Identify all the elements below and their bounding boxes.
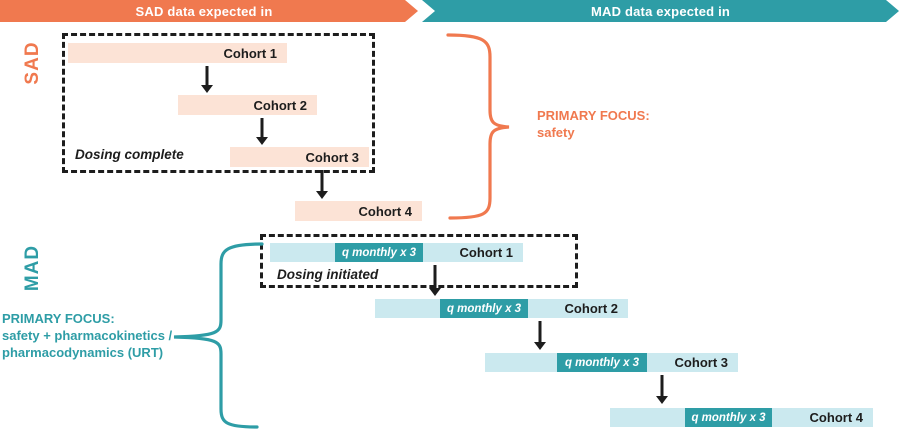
sad-section-label: SAD — [22, 41, 43, 85]
sad-primary-focus: PRIMARY FOCUS: safety — [537, 107, 650, 141]
mad-cohort-2-label: Cohort 2 — [564, 301, 618, 316]
mad-cohort-3-label: Cohort 3 — [674, 355, 728, 370]
sad-focus-detail: safety — [537, 125, 575, 140]
mad-cohort-1-dosing-segment: q monthly x 3 — [335, 243, 423, 262]
sad-banner-label: SAD data expected in — [135, 3, 273, 19]
mad-focus-brace-icon — [173, 242, 264, 429]
arrow-sad-1-2-icon — [201, 66, 213, 93]
sad-box-note: Dosing complete — [75, 147, 184, 162]
sad-cohort-2-label: Cohort 2 — [253, 97, 307, 113]
mad-focus-title: PRIMARY FOCUS: — [2, 311, 115, 326]
mad-cohort-3-dosing-segment: q monthly x 3 — [557, 353, 647, 372]
mad-section-label: MAD — [22, 244, 43, 292]
mad-cohort-2-dosing-segment: q monthly x 3 — [440, 299, 528, 318]
sad-cohort-3-bar: Cohort 3 — [230, 147, 369, 167]
mad-cohort-2-bar: q monthly x 3 Cohort 2 — [375, 299, 628, 318]
mad-cohort-4-label: Cohort 4 — [809, 410, 863, 425]
sad-focus-title: PRIMARY FOCUS: — [537, 108, 650, 123]
sad-cohort-1-label: Cohort 1 — [223, 45, 277, 61]
arrow-mad-2-3-icon — [534, 321, 546, 350]
mad-cohort-4-dosing-segment: q monthly x 3 — [685, 408, 772, 427]
sad-dosing-complete-box: Dosing complete — [62, 33, 375, 173]
sad-data-banner: SAD data expected in — [0, 0, 418, 22]
mad-box-note: Dosing initiated — [277, 267, 379, 282]
mad-cohort-3-bar: q monthly x 3 Cohort 3 — [485, 353, 738, 372]
arrow-sad-3-4-icon — [316, 170, 328, 199]
sad-cohort-1-bar: Cohort 1 — [68, 43, 287, 63]
sad-cohort-4-label: Cohort 4 — [358, 203, 412, 219]
arrow-sad-2-3-icon — [256, 118, 268, 145]
mad-cohort-1-bar: q monthly x 3 Cohort 1 — [270, 243, 523, 262]
arrow-mad-3-4-icon — [656, 375, 668, 404]
mad-cohort-4-bar: q monthly x 3 Cohort 4 — [610, 408, 873, 427]
sad-focus-brace-icon — [446, 33, 510, 220]
mad-focus-line2: safety + pharmacokinetics / — [2, 328, 173, 343]
sad-cohort-2-bar: Cohort 2 — [178, 95, 317, 115]
mad-focus-line3: pharmacodynamics (URT) — [2, 345, 164, 360]
sad-cohort-3-label: Cohort 3 — [305, 149, 359, 165]
arrow-mad-1-2-icon — [429, 265, 441, 296]
mad-banner-label: MAD data expected in — [590, 3, 731, 19]
mad-data-banner: MAD data expected in — [422, 0, 899, 22]
mad-cohort-1-label: Cohort 1 — [459, 245, 513, 260]
sad-cohort-4-bar: Cohort 4 — [295, 201, 422, 221]
mad-primary-focus: PRIMARY FOCUS: safety + pharmacokinetics… — [2, 310, 172, 361]
